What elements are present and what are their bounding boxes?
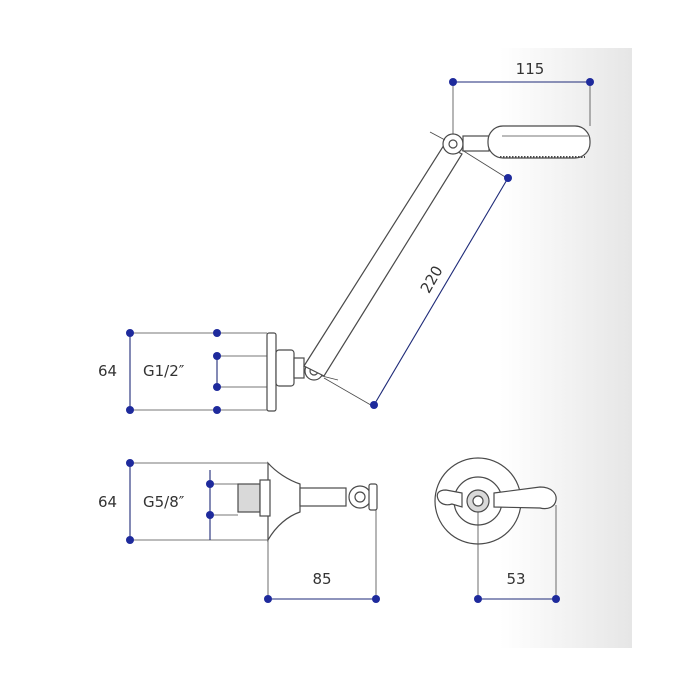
label-handle-offset: 53 [506,570,525,588]
label-bottom-thread: G5/8″ [143,493,185,511]
valve-side-view [237,461,378,543]
shower-head-connector [462,135,490,152]
shower-arm-assembly [266,125,591,412]
dim-bottom-flange: 64 G5/8″ [98,459,268,544]
top-wall-flange [266,332,277,412]
label-bottom-flange-height: 64 [98,493,117,511]
top-mounting-neck [293,357,305,379]
valve-front-view [434,457,557,545]
valve-body [299,487,347,507]
top-mounting-nut [275,349,295,387]
dim-top-flange: 64 G1/2″ [98,329,267,414]
shower-arm [303,144,463,377]
dim-handle-offset: 53 [474,505,560,603]
valve-flange [267,461,301,543]
valve-lever-right [493,486,557,510]
shower-head [487,125,591,159]
label-head-width: 115 [516,60,545,78]
valve-inlet [237,483,261,513]
label-arm-length: 220 [417,263,447,297]
dim-projection: 85 [264,510,380,603]
valve-lever-left [436,489,463,508]
valve-handle-cap [368,483,378,511]
label-projection: 85 [312,570,331,588]
label-top-flange-height: 64 [98,362,117,380]
label-top-thread: G1/2″ [143,362,185,380]
dim-head-width: 115 [449,60,594,134]
